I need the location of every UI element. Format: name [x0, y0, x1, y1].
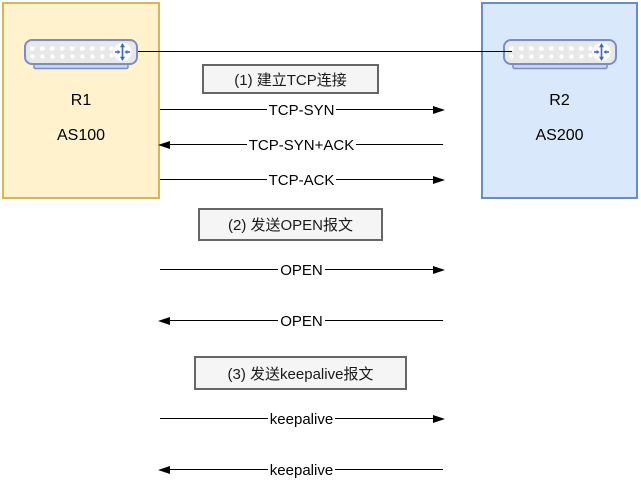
message-tcp-syn: TCP-SYN [160, 99, 445, 121]
router-link-line [138, 51, 512, 52]
message-label: keepalive [267, 459, 336, 481]
message-label: keepalive [267, 408, 336, 430]
arrowhead-right-icon [433, 414, 445, 423]
arrowhead-right-icon [433, 175, 445, 184]
message-tcp-ack: TCP-ACK [160, 169, 445, 191]
message-open-right: OPEN [160, 259, 445, 281]
message-open-left: OPEN [158, 310, 443, 332]
node-r2: R2 AS200 [481, 2, 638, 199]
message-keepalive-left: keepalive [158, 459, 443, 481]
arrowhead-left-icon [158, 316, 170, 325]
node-r2-as-label: AS200 [535, 127, 584, 144]
message-label: TCP-SYN+ACK [246, 134, 357, 156]
message-label: TCP-SYN [266, 99, 337, 121]
message-keepalive-right: keepalive [160, 408, 445, 430]
message-tcp-syn-ack: TCP-SYN+ACK [158, 134, 443, 156]
step-label-1: (1) 建立TCP连接 [202, 64, 379, 94]
step-label-3: (3) 发送keepalive报文 [194, 356, 407, 390]
router-icon [24, 39, 138, 70]
arrowhead-left-icon [158, 465, 170, 474]
node-r1-as-label: AS100 [56, 127, 106, 144]
node-r1: R1 AS100 [2, 2, 160, 199]
message-label: OPEN [278, 259, 325, 281]
node-r2-name: R2 [549, 92, 570, 109]
message-label: TCP-ACK [266, 169, 337, 191]
step-label-2: (2) 发送OPEN报文 [198, 208, 383, 241]
node-r1-name: R1 [70, 92, 92, 109]
arrowhead-left-icon [158, 140, 170, 149]
message-label: OPEN [278, 310, 325, 332]
arrowhead-right-icon [433, 265, 445, 274]
arrowhead-right-icon [433, 105, 445, 114]
router-icon [502, 39, 617, 70]
